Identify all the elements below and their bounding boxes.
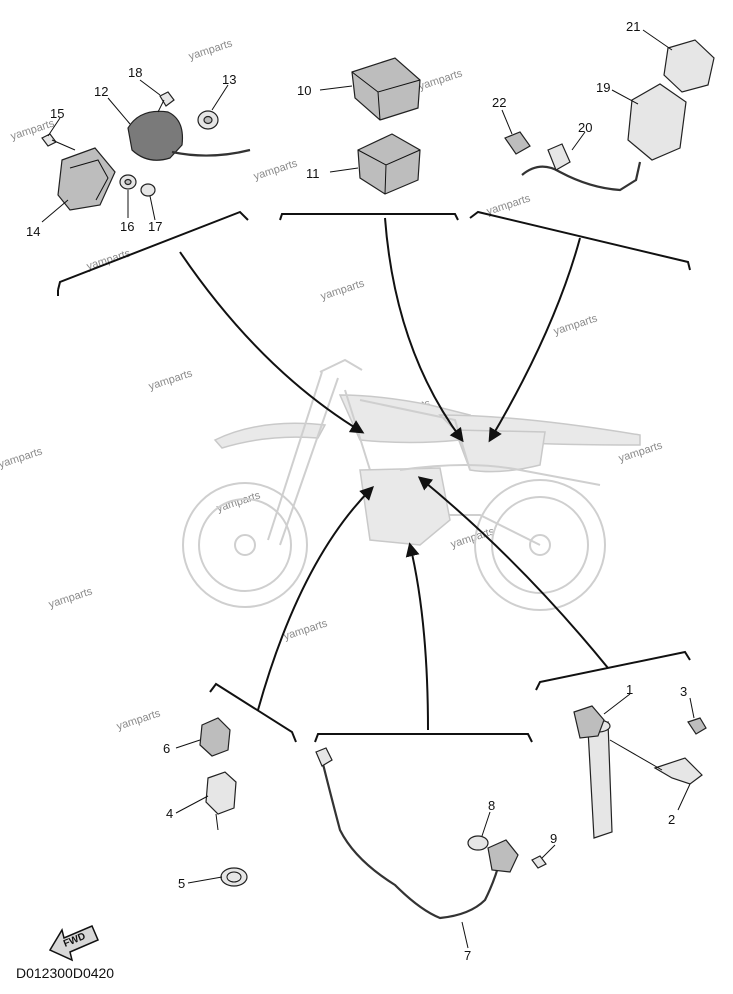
watermark: yamparts: [147, 367, 194, 393]
callout-18: 18: [128, 65, 142, 80]
part-6: [199, 717, 231, 757]
bracket-bottom-right: [535, 650, 691, 691]
callout-9: 9: [550, 831, 557, 846]
parts-group-bottom-center: [315, 747, 547, 920]
part-15: [41, 133, 57, 147]
parts-group-top-left: [41, 91, 251, 211]
part-12: [127, 110, 184, 161]
callout-4: 4: [166, 806, 173, 821]
fwd-arrow-icon: [48, 925, 99, 962]
part-7: [320, 759, 502, 920]
group-brackets: [57, 210, 691, 743]
bracket-bottom-center: [314, 733, 533, 743]
watermark: yamparts: [47, 585, 94, 611]
part-2: [653, 757, 703, 785]
watermark: yamparts: [319, 277, 366, 303]
parts-group-bottom-right: [573, 705, 707, 839]
watermark: yamparts: [485, 192, 532, 218]
watermark: yamparts: [115, 707, 162, 733]
arrow-tl: [179, 251, 365, 434]
watermark-layer: yamparts yamparts yamparts yamparts yamp…: [0, 37, 664, 733]
parts-group-top-center: [351, 57, 421, 195]
part-20: [521, 161, 642, 192]
callout-8: 8: [488, 798, 495, 813]
diagram-id: D012300D0420: [16, 965, 114, 981]
arrow-br: [417, 476, 609, 669]
part-3: [687, 717, 707, 735]
watermark: yamparts: [252, 157, 299, 183]
part-9: [531, 855, 547, 869]
callout-5: 5: [178, 876, 185, 891]
watermark: yamparts: [187, 37, 234, 63]
callout-17: 17: [148, 219, 162, 234]
callout-1: 1: [626, 682, 633, 697]
bracket-bottom-left: [209, 682, 297, 743]
part-21: [663, 39, 715, 93]
part-4: [205, 771, 237, 815]
part-10: [351, 57, 421, 121]
callout-3: 3: [680, 684, 687, 699]
callout-10: 10: [297, 83, 311, 98]
callout-2: 2: [668, 812, 675, 827]
arrow-bc: [405, 542, 429, 731]
part-14: [57, 147, 116, 211]
callout-12: 12: [94, 84, 108, 99]
callout-11: 11: [306, 166, 320, 181]
part-19: [627, 83, 687, 161]
bracket-top-left: [57, 210, 249, 291]
pointer-arrows: [179, 217, 609, 731]
part-1: [587, 721, 613, 839]
callout-13: 13: [222, 72, 236, 87]
callout-16: 16: [120, 219, 134, 234]
callout-22: 22: [492, 95, 506, 110]
motorcycle-silhouette: [182, 358, 641, 611]
watermark: yamparts: [552, 312, 599, 338]
part-5: [220, 867, 248, 887]
watermark: yamparts: [0, 445, 44, 471]
parts-group-top-right: [504, 39, 715, 192]
part-18: [159, 91, 175, 107]
callout-labels: 1 2 3 4 5 6 7 8 9 10 11 12 13 14 15 16 1…: [26, 19, 687, 963]
part-8: [467, 835, 489, 851]
arrow-tc: [384, 217, 464, 443]
callout-21: 21: [626, 19, 640, 34]
callout-14: 14: [26, 224, 40, 239]
callout-7: 7: [464, 948, 471, 963]
bracket-top-right: [469, 210, 691, 271]
parts-group-bottom-left: [199, 717, 248, 887]
watermark: yamparts: [215, 489, 262, 515]
callout-6: 6: [163, 741, 170, 756]
arrow-tr: [488, 237, 581, 443]
callout-19: 19: [596, 80, 610, 95]
bracket-top-center: [279, 213, 459, 221]
fwd-arrow: FWD: [48, 925, 99, 962]
callout-15: 15: [50, 106, 64, 121]
leader-lines: [41, 29, 695, 949]
callout-20: 20: [578, 120, 592, 135]
part-22: [504, 131, 531, 155]
part-17: [140, 183, 156, 197]
arrow-bl: [257, 486, 374, 711]
watermark: yamparts: [417, 67, 464, 93]
